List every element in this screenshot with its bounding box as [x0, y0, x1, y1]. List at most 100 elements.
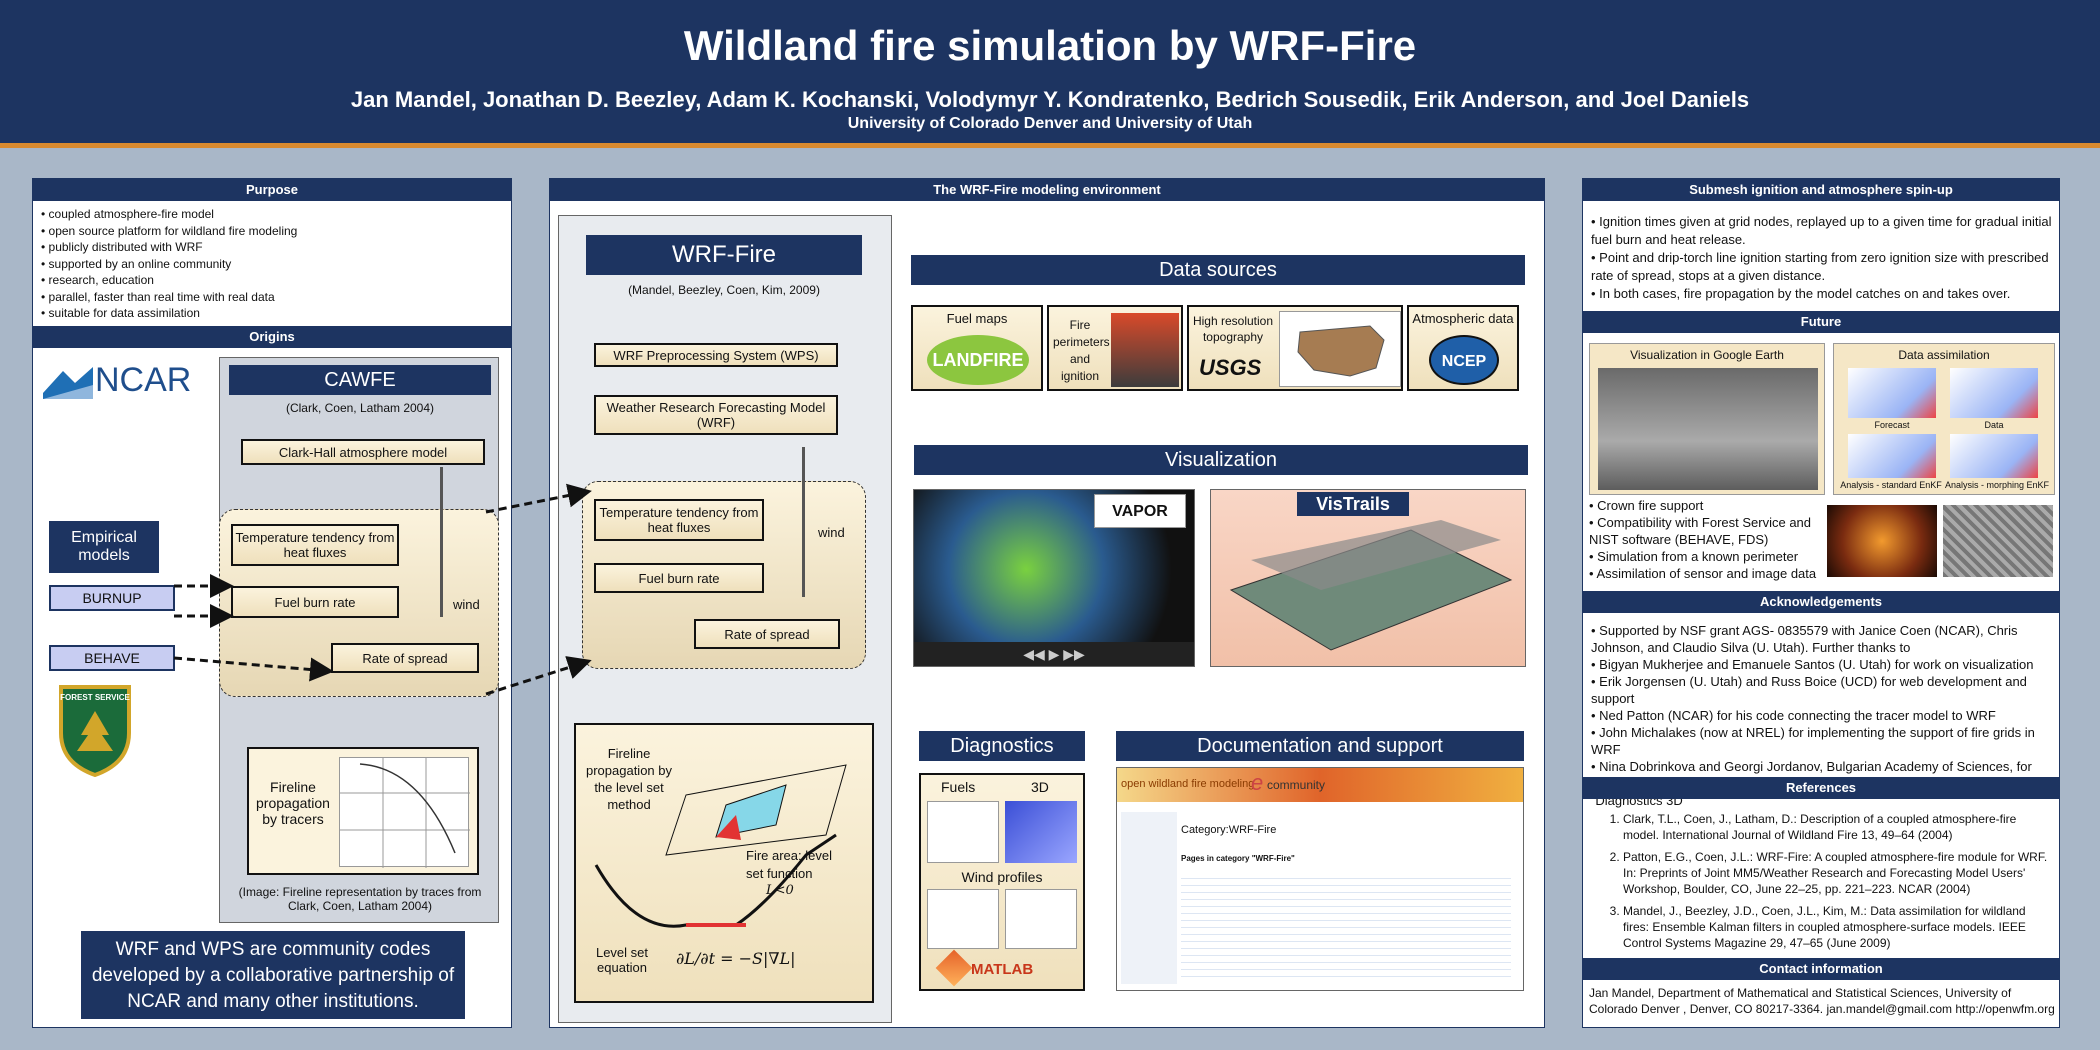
wiki-screenshot: open wildland fire modeling e community … [1116, 767, 1524, 991]
wrf-wind-arrow [802, 447, 805, 597]
ack-item: • Supported by NSF grant AGS- 0835579 wi… [1591, 623, 2018, 655]
3d-label: 3D [1031, 779, 1049, 795]
wrf-fire-environment: The WRF-Fire modeling environment WRF-Fi… [549, 178, 1545, 1028]
ack-heading: Acknowledgements [1583, 591, 2059, 613]
atmospheric-data-label: Atmospheric data [1412, 311, 1514, 326]
topography-box: High resolution topography USGS [1187, 305, 1403, 391]
behave-box: BEHAVE [49, 645, 175, 671]
ack-item: • John Michalakes (now at NREL) for impl… [1591, 725, 2035, 757]
fire-area-math: L<0 [766, 883, 794, 898]
matlab-logo: MATLAB [971, 961, 1034, 978]
community-note: WRF and WPS are community codes develope… [81, 931, 465, 1019]
wps-box: WRF Preprocessing System (WPS) [594, 343, 838, 367]
wrf-fire-citation: (Mandel, Beezley, Coen, Kim, 2009) [628, 283, 820, 297]
wiki-banner-text: open wildland fire modeling [1121, 778, 1255, 790]
wiki-sidebar[interactable] [1121, 812, 1177, 984]
level-set-equation-label: Level set equation [595, 945, 649, 975]
contact-text: Jan Mandel, Department of Mathematical a… [1589, 986, 2055, 1016]
data-assimilation-panel: Data assimilation Forecast Data Analysis… [1833, 343, 2055, 495]
ack-item: • Ned Patton (NCAR) for his code connect… [1591, 708, 1996, 723]
analysis-standard-label: Analysis - standard EnKF [1840, 480, 1942, 490]
fire-area-label: Fire area: level set function [746, 848, 832, 881]
reference-item: Mandel, J., Beezley, J.D., Coen, J.L., K… [1623, 903, 2053, 951]
wrf-rate-spread-box: Rate of spread [694, 619, 840, 649]
diagnostics-heading: Diagnostics [919, 731, 1085, 761]
reference-item: Patton, E.G., Coen, J.L.: WRF-Fire: A co… [1623, 849, 2053, 897]
spinup-item: • Ignition times given at grid nodes, re… [1591, 214, 2052, 247]
vistrails-screenshot: VisTrails [1210, 489, 1526, 667]
wind-arrow [440, 467, 443, 617]
fuels-label: Fuels [941, 779, 976, 795]
ack-item: • Bigyan Mukherjee and Emanuele Santos (… [1591, 657, 2034, 672]
wrf-fuel-burn-box: Fuel burn rate [594, 563, 764, 593]
wrf-box: Weather Research Forecasting Model (WRF) [594, 395, 838, 435]
tracer-caption: (Image: Fireline representation by trace… [238, 885, 482, 913]
visualization-heading: Visualization [914, 445, 1528, 475]
future-item: • Assimilation of sensor and image data [1589, 566, 1817, 581]
temp-tendency-box: Temperature tendency from heat fluxes [231, 524, 399, 566]
purpose-item: • research, education [41, 273, 154, 287]
purpose-heading: Purpose [33, 179, 511, 201]
data-label: Data [1984, 420, 2004, 430]
spinup-list: • Ignition times given at grid nodes, re… [1591, 213, 2053, 303]
analysis-morphing-label: Analysis - morphing EnKF [1944, 480, 2050, 490]
references-heading: References [1583, 777, 2059, 799]
purpose-list: • coupled atmosphere-fire model • open s… [41, 206, 297, 322]
wiki-community: community [1267, 778, 1326, 792]
forecast-plot [1848, 368, 1936, 418]
data-sources-heading: Data sources [911, 255, 1525, 285]
environment-heading: The WRF-Fire modeling environment [550, 179, 1544, 201]
purpose-item: • publicly distributed with WRF [41, 240, 203, 254]
vistrails-logo: VisTrails [1297, 492, 1409, 516]
future-heading: Future [1583, 311, 2059, 333]
reference-item: Clark, T.L., Coen, J., Latham, D.: Descr… [1623, 811, 2053, 843]
tracer-box: Fireline propagation by tracers [247, 747, 479, 875]
ncep-logo: NCEP [1429, 335, 1499, 385]
diagnostics-box: Fuels 3D Wind profiles MATLAB [919, 773, 1085, 991]
wrf-wind-label: wind [818, 525, 845, 540]
data-plot [1950, 368, 2038, 418]
fuels-plot [927, 801, 999, 863]
poster-header: Wildland fire simulation by WRF-Fire Jan… [0, 0, 2100, 148]
google-earth-label: Visualization in Google Earth [1630, 348, 1784, 362]
cawfe-title: CAWFE [229, 365, 491, 395]
fire-logos-image [1111, 313, 1179, 387]
topography-label: High resolution topography [1192, 314, 1274, 344]
wind-profiles-label: Wind profiles [961, 869, 1043, 885]
wind-profile-plot-2 [1005, 889, 1077, 949]
vapor-screenshot: VAPOR ◀◀ ▶ ▶▶ [913, 489, 1195, 667]
wrf-fire-title: WRF-Fire [586, 235, 862, 275]
documentation-heading: Documentation and support [1116, 731, 1524, 761]
ack-item: • Erik Jorgensen (U. Utah) and Russ Boic… [1591, 674, 2027, 706]
wind-label: wind [453, 597, 480, 612]
burnup-box: BURNUP [49, 585, 175, 611]
analysis-morphing-plot [1950, 434, 2038, 478]
crown-fire-photo [1827, 505, 1937, 577]
google-earth-image [1598, 368, 1818, 490]
wiki-banner: open wildland fire modeling e community [1117, 768, 1523, 802]
future-item: • Crown fire support [1589, 498, 1704, 513]
cawfe-citation: (Clark, Coen, Latham 2004) [285, 401, 435, 415]
3d-plot [1005, 801, 1077, 863]
purpose-item: • parallel, faster than real time with r… [41, 289, 275, 304]
future-list: • Crown fire support • Compatibility wit… [1589, 497, 1829, 582]
wiki-category-title: Category:WRF-Fire [1181, 824, 1277, 836]
contact-heading: Contact information [1583, 958, 2059, 980]
wiki-page-list[interactable] [1181, 872, 1511, 982]
atmospheric-data-box: Atmospheric data NCEP [1407, 305, 1519, 391]
references-list: Clark, T.L., Coen, J., Latham, D.: Descr… [1613, 811, 2053, 957]
wind-profile-plot-1 [927, 889, 999, 949]
affiliation: University of Colorado Denver and Univer… [847, 115, 1253, 132]
wiki-pages-heading: Pages in category "WRF-Fire" [1181, 854, 1295, 863]
level-set-title: Fireline propagation by the level set me… [585, 746, 672, 812]
rate-spread-box: Rate of spread [331, 643, 479, 673]
data-assimilation-label: Data assimilation [1898, 348, 1990, 362]
spinup-item: • In both cases, fire propagation by the… [1591, 286, 2011, 301]
future-item: • Simulation from a known perimeter [1589, 549, 1799, 564]
analysis-standard-plot [1848, 434, 1936, 478]
us-map-image [1279, 311, 1401, 387]
left-column: Purpose • coupled atmosphere-fire model … [32, 178, 512, 1028]
forest-service-logo: FOREST SERVICE [53, 681, 137, 778]
purpose-item: • coupled atmosphere-fire model [41, 207, 214, 221]
video-controls[interactable]: ◀◀ ▶ ▶▶ [914, 642, 1194, 666]
